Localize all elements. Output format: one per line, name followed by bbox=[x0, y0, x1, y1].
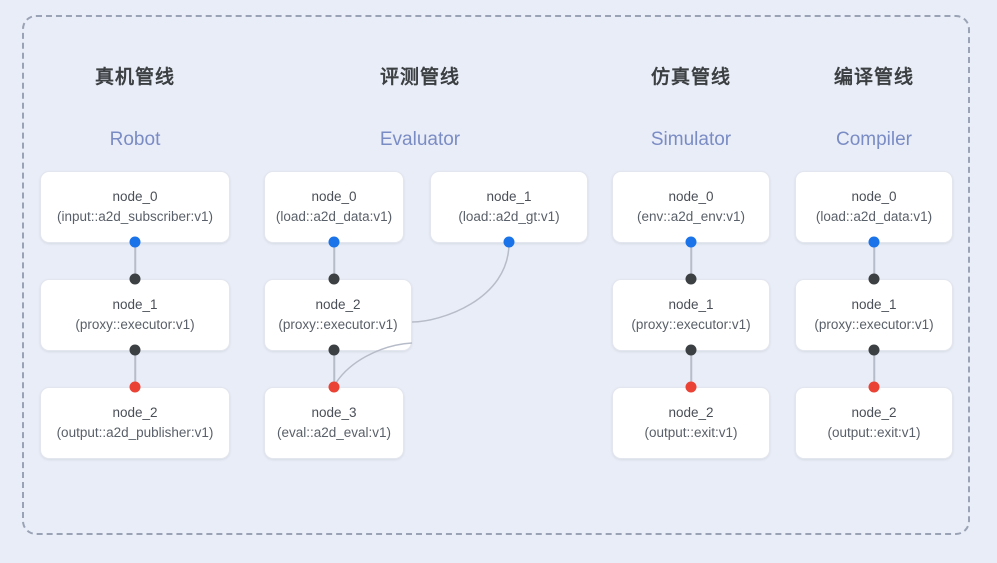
port-output-blue[interactable] bbox=[328, 236, 340, 248]
port-output-neutral[interactable] bbox=[129, 344, 141, 356]
node-name: node_0 bbox=[851, 189, 897, 204]
node-type: (proxy::executor:v1) bbox=[75, 317, 195, 332]
connector-robot-1-2 bbox=[134, 350, 136, 387]
port-input-red[interactable] bbox=[129, 381, 141, 393]
node-evaluator-1[interactable]: node_1 (load::a2d_gt:v1) bbox=[430, 171, 588, 243]
node-evaluator-2[interactable]: node_2 (proxy::executor:v1) bbox=[264, 279, 412, 351]
node-type: (proxy::executor:v1) bbox=[631, 317, 751, 332]
connector-eval-0-2 bbox=[333, 242, 335, 279]
port-input-red[interactable] bbox=[685, 381, 697, 393]
node-robot-2[interactable]: node_2 (output::a2d_publisher:v1) bbox=[40, 387, 230, 459]
node-name: node_2 bbox=[112, 405, 158, 420]
node-compiler-2[interactable]: node_2 (output::exit:v1) bbox=[795, 387, 953, 459]
node-name: node_1 bbox=[851, 297, 897, 312]
port-output-blue[interactable] bbox=[129, 236, 141, 248]
port-output-blue[interactable] bbox=[503, 236, 515, 248]
node-type: (load::a2d_data:v1) bbox=[815, 209, 933, 224]
node-name: node_0 bbox=[311, 189, 357, 204]
port-output-blue[interactable] bbox=[685, 236, 697, 248]
node-compiler-0[interactable]: node_0 (load::a2d_data:v1) bbox=[795, 171, 953, 243]
port-output-blue[interactable] bbox=[868, 236, 880, 248]
connector-robot-0-1 bbox=[134, 242, 136, 279]
connector-comp-1-2 bbox=[873, 350, 875, 387]
node-type: (proxy::executor:v1) bbox=[814, 317, 934, 332]
connector-sim-1-2 bbox=[690, 350, 692, 387]
node-name: node_3 bbox=[311, 405, 357, 420]
node-name: node_0 bbox=[668, 189, 714, 204]
connector-comp-0-1 bbox=[873, 242, 875, 279]
node-evaluator-3[interactable]: node_3 (eval::a2d_eval:v1) bbox=[264, 387, 404, 459]
port-output-neutral[interactable] bbox=[868, 344, 880, 356]
node-type: (env::a2d_env:v1) bbox=[636, 209, 746, 224]
node-type: (load::a2d_data:v1) bbox=[275, 209, 393, 224]
node-type: (proxy::executor:v1) bbox=[278, 317, 398, 332]
node-simulator-0[interactable]: node_0 (env::a2d_env:v1) bbox=[612, 171, 770, 243]
node-type: (input::a2d_subscriber:v1) bbox=[56, 209, 214, 224]
node-name: node_2 bbox=[315, 297, 361, 312]
node-type: (output::exit:v1) bbox=[827, 425, 921, 440]
node-robot-1[interactable]: node_1 (proxy::executor:v1) bbox=[40, 279, 230, 351]
node-type: (output::exit:v1) bbox=[644, 425, 738, 440]
node-type: (load::a2d_gt:v1) bbox=[458, 209, 560, 224]
node-name: node_2 bbox=[851, 405, 897, 420]
port-input-neutral[interactable] bbox=[685, 273, 697, 285]
node-name: node_2 bbox=[668, 405, 714, 420]
node-compiler-1[interactable]: node_1 (proxy::executor:v1) bbox=[795, 279, 953, 351]
port-output-neutral[interactable] bbox=[685, 344, 697, 356]
port-input-neutral[interactable] bbox=[868, 273, 880, 285]
node-type: (output::a2d_publisher:v1) bbox=[56, 425, 214, 440]
node-name: node_1 bbox=[668, 297, 714, 312]
node-simulator-2[interactable]: node_2 (output::exit:v1) bbox=[612, 387, 770, 459]
node-name: node_0 bbox=[112, 189, 158, 204]
node-type: (eval::a2d_eval:v1) bbox=[276, 425, 392, 440]
connector-sim-0-1 bbox=[690, 242, 692, 279]
port-input-red[interactable] bbox=[868, 381, 880, 393]
port-input-neutral[interactable] bbox=[328, 273, 340, 285]
node-name: node_1 bbox=[486, 189, 532, 204]
node-name: node_1 bbox=[112, 297, 158, 312]
node-robot-0[interactable]: node_0 (input::a2d_subscriber:v1) bbox=[40, 171, 230, 243]
node-evaluator-0[interactable]: node_0 (load::a2d_data:v1) bbox=[264, 171, 404, 243]
port-input-red[interactable] bbox=[328, 381, 340, 393]
port-output-neutral[interactable] bbox=[328, 344, 340, 356]
node-simulator-1[interactable]: node_1 (proxy::executor:v1) bbox=[612, 279, 770, 351]
port-input-neutral[interactable] bbox=[129, 273, 141, 285]
